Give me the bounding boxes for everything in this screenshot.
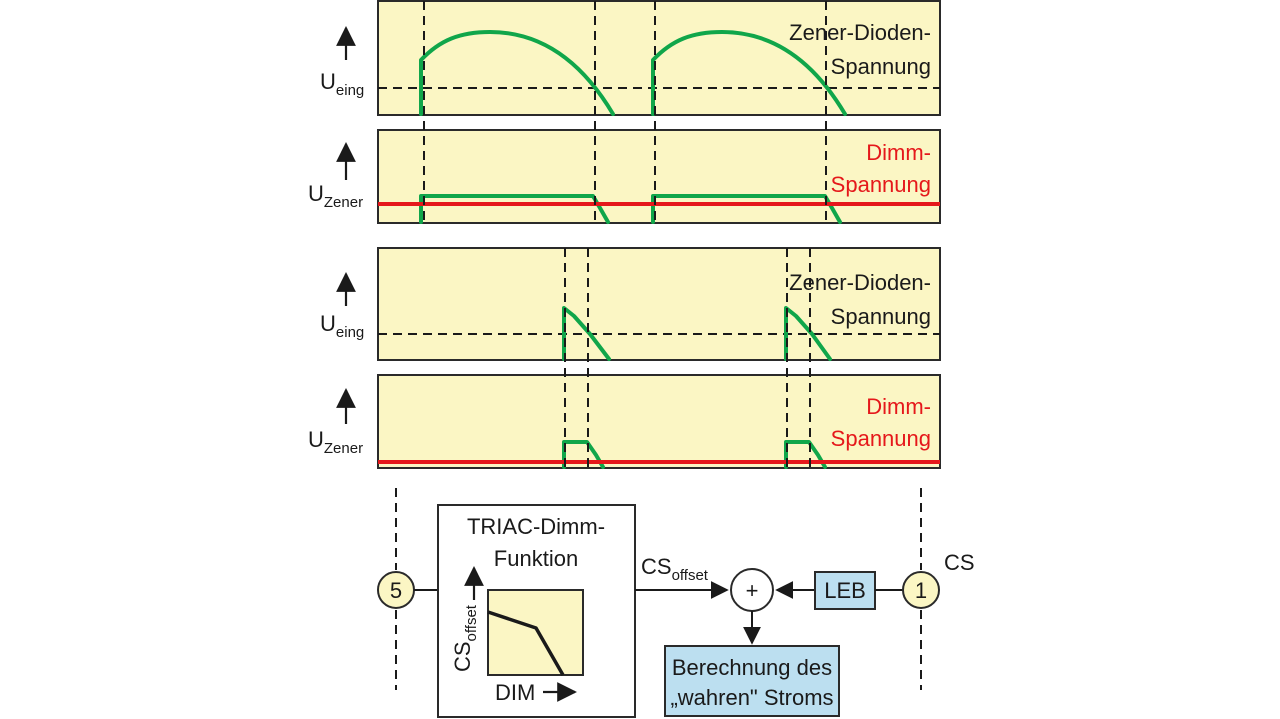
axis-label: UZener	[308, 181, 363, 211]
axis-label: Ueing	[320, 311, 364, 341]
panel-zener-voltage-1: UZener Dimm- Spannung	[308, 129, 941, 224]
timing-markers-top	[423, 1, 827, 223]
axis-label: UZener	[308, 427, 363, 457]
input-voltage-wave	[651, 30, 847, 116]
panel-zener-voltage-2: UZener Dimm- Spannung	[308, 374, 941, 469]
timing-markers-bottom	[564, 248, 811, 468]
true-current-box	[664, 645, 840, 717]
panel-label-line1: Zener-Dioden-	[789, 20, 931, 45]
panel-input-voltage-2: Ueing Zener-Dioden- Spannung	[320, 247, 941, 361]
panel-label-line1: Dimm-	[866, 394, 931, 419]
graph-xlabel: DIM	[495, 680, 535, 705]
pin-1-label: 1	[915, 578, 927, 603]
triac-characteristic-graph	[487, 589, 584, 676]
graph-ylabel: CSoffset	[450, 604, 480, 672]
sum-symbol: +	[746, 578, 759, 603]
panel-background	[377, 129, 941, 224]
leb-box	[814, 571, 876, 610]
pin-1	[902, 571, 940, 609]
triac-title-line1: TRIAC-Dimm-	[467, 514, 605, 539]
pin-5-label: 5	[390, 578, 402, 603]
triac-title-line2: Funktion	[494, 546, 578, 571]
cs-pin-label: CS	[944, 550, 975, 575]
result-line2: „wahren" Stroms	[670, 685, 833, 710]
input-voltage-wave	[419, 30, 615, 116]
panel-label-line2: Spannung	[831, 304, 931, 329]
panel-label-line1: Dimm-	[866, 140, 931, 165]
panel-label-line2: Spannung	[831, 172, 931, 197]
panel-background	[377, 247, 941, 361]
panel-label-line1: Zener-Dioden-	[789, 270, 931, 295]
panel-label-line2: Spannung	[831, 426, 931, 451]
panel-label-line2: Spannung	[831, 54, 931, 79]
panel-background	[377, 0, 941, 116]
axis-label: Ueing	[320, 69, 364, 99]
result-line1: Berechnung des	[672, 655, 832, 680]
triac-characteristic-curve	[487, 610, 565, 676]
panel-background	[377, 374, 941, 469]
panel-input-voltage-1: Ueing Zener-Dioden- Spannung	[320, 0, 941, 116]
block-diagram: 5 TRIAC-Dimm- Funktion CSoffset DIM CSof…	[377, 488, 975, 718]
cs-offset-label: CSoffset	[641, 554, 709, 584]
leb-label: LEB	[824, 578, 866, 603]
